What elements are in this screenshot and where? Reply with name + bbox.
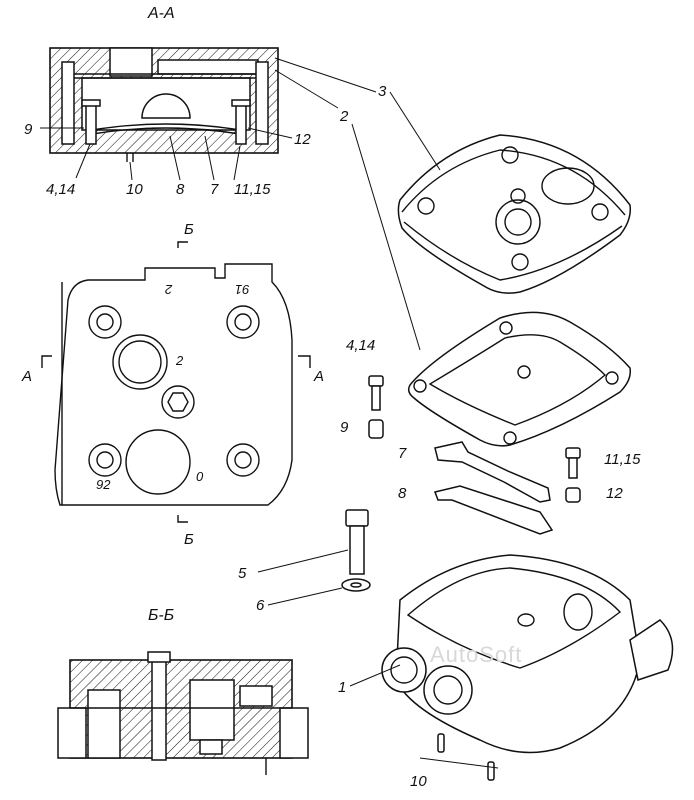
small-parts — [341, 375, 581, 781]
callout-3: 3 — [378, 83, 387, 100]
callout-9-section: 9 — [24, 121, 33, 138]
callout-7-exploded: 7 — [398, 445, 407, 462]
callout-7-section: 7 — [210, 181, 219, 198]
plan-marking-bottom-right: 0 — [196, 469, 204, 484]
callout-11-15-exploded: 11,15 — [604, 451, 641, 468]
callout-10-section: 10 — [126, 181, 143, 198]
callout-12-section: 12 — [294, 131, 311, 148]
section-mark-a-left: А — [22, 368, 33, 385]
callout-6: 6 — [256, 597, 265, 614]
section-bb-view — [57, 651, 309, 775]
callout-1: 1 — [338, 679, 347, 696]
callout-8-section: 8 — [176, 181, 185, 198]
callout-5: 5 — [238, 565, 247, 582]
section-bb-title: Б-Б — [148, 607, 175, 624]
plan-marking-center: 2 — [176, 353, 184, 368]
callout-12-exploded: 12 — [606, 485, 623, 502]
callout-4-14-exploded: 4,14 — [346, 337, 376, 354]
section-mark-b-bottom: Б — [184, 531, 194, 548]
section-aa-view — [40, 47, 293, 181]
callout-2: 2 — [340, 108, 349, 125]
plan-marking-top-right: 91 — [235, 282, 250, 297]
section-aa-title: А-А — [148, 5, 175, 22]
callout-11-15-section: 11,15 — [234, 181, 271, 198]
callout-8-exploded: 8 — [398, 485, 407, 502]
callout-4-14-section: 4,14 — [46, 181, 76, 198]
watermark: AutoSoft — [430, 642, 523, 667]
gasket — [407, 311, 632, 447]
leader-lines — [257, 57, 499, 769]
cylinder-head-body — [381, 554, 674, 754]
callout-10-exploded: 10 — [410, 773, 427, 790]
section-mark-b-top: Б — [184, 221, 194, 238]
callout-9-exploded: 9 — [340, 419, 349, 436]
plan-view — [41, 241, 311, 523]
section-mark-a-right: А — [314, 368, 325, 385]
cylinder-head-cover — [397, 134, 632, 294]
plan-marking-bottom-left: 92 — [96, 477, 111, 492]
plan-marking-top-left: 2 — [165, 282, 173, 297]
